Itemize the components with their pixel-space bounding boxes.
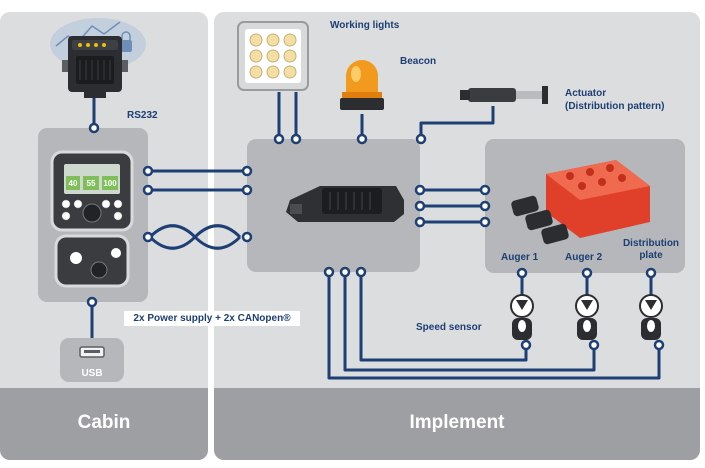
gateway-device-icon [50,18,146,98]
display-value-3: 100 [103,179,117,188]
controller-ecu-icon [286,186,404,222]
distribution-plate-label-line1: Distribution [622,238,680,249]
usb-port-icon [79,346,105,358]
implement-zone [214,12,700,460]
auger-1-label: Auger 1 [501,252,539,263]
connection-dots [86,122,665,351]
speed-sensor-1-icon [510,294,534,340]
usb-label: USB [81,368,103,379]
actuator-label-line2: (Distribution pattern) [565,101,665,112]
speed-sensor-3-icon [639,294,663,340]
actuator-icon [460,86,548,104]
operator-terminal-icon [50,150,134,288]
display-values: 40 55 100 [69,179,118,188]
implement-title: Implement [409,412,505,433]
actuator-label-line1: Actuator [565,88,607,99]
beacon-icon [340,60,384,110]
cabin-title: Cabin [77,412,131,433]
rs232-label: RS232 [127,110,158,121]
hydraulic-valve-icon [511,160,650,245]
auger-2-label: Auger 2 [565,252,603,263]
display-value-2: 55 [87,179,96,188]
display-value-1: 40 [69,179,78,188]
connection-lines [90,92,661,380]
speed-sensor-label: Speed sensor [416,322,482,333]
working-lights-label: Working lights [330,20,400,31]
beacon-label: Beacon [400,56,437,67]
power-supply-label: 2x Power supply + 2x CANopen® [124,311,300,326]
working-lights-icon [237,21,309,91]
distribution-plate-label-line2: plate [639,250,663,261]
usb-module-box [60,338,124,382]
speed-sensor-2-icon [575,294,599,340]
